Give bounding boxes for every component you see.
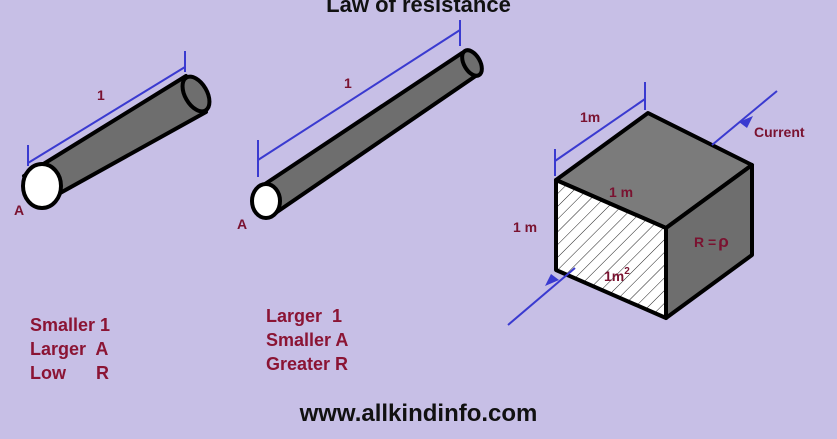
caption-long-rod-line-2: Smaller A	[266, 330, 349, 350]
caption-long-rod-line-1: Larger 1	[266, 306, 343, 326]
rod-long-body	[254, 51, 482, 216]
caption-short-rod-line-2: Larger A	[30, 339, 109, 359]
rod-long-end-cap	[460, 48, 484, 78]
rod-long-length-line	[257, 29, 461, 161]
rod-long-area-label: A	[237, 216, 247, 232]
current-arrow-out-line	[711, 90, 778, 146]
caption-long-rod: Larger 1 Smaller A Greater R	[266, 304, 348, 376]
caption-short-rod: Smaller 1 Larger A Low R	[30, 313, 110, 385]
rod-long-thin: 1 A	[237, 20, 484, 232]
diagram-title: Law of resistance	[326, 0, 511, 17]
cube-edge-dimension-line	[554, 98, 646, 162]
current-arrow-in-head	[545, 274, 559, 286]
current-arrow-out-head	[739, 116, 753, 128]
unit-cube: 1m 1 m 1 m 1m2 R =ρ Current	[507, 82, 805, 326]
resistivity-symbol: ρ	[718, 232, 729, 251]
cube-front-area-label: 1m2	[604, 266, 630, 284]
cube-top-edge-label: 1m	[580, 109, 600, 125]
rod-long-length-label: 1	[344, 75, 352, 91]
caption-short-rod-line-1: Smaller 1	[30, 315, 111, 335]
rod-short-end-cap	[180, 74, 212, 114]
cube-front-area-exponent: 2	[624, 266, 630, 277]
caption-short-rod-line-3: Low R	[30, 363, 109, 383]
current-arrow-in-line	[507, 267, 576, 326]
rod-long-cross-section	[250, 182, 282, 220]
rod-short-length-label: 1	[97, 87, 105, 103]
cube-top-face-label: 1 m	[609, 184, 633, 200]
rod-short-thick: 1 A	[14, 51, 212, 218]
rod-short-area-label: A	[14, 202, 24, 218]
cube-front-face-hatched	[554, 178, 668, 320]
cube-resistance-label: R =ρ	[694, 232, 729, 251]
rod-short-length-line	[27, 66, 186, 164]
caption-long-rod-line-3: Greater R	[266, 354, 349, 374]
cube-side-length-label: 1 m	[513, 219, 537, 235]
current-label: Current	[754, 124, 805, 140]
rod-short-cross-section	[21, 162, 63, 210]
website-footer: www.allkindinfo.com	[299, 400, 538, 427]
